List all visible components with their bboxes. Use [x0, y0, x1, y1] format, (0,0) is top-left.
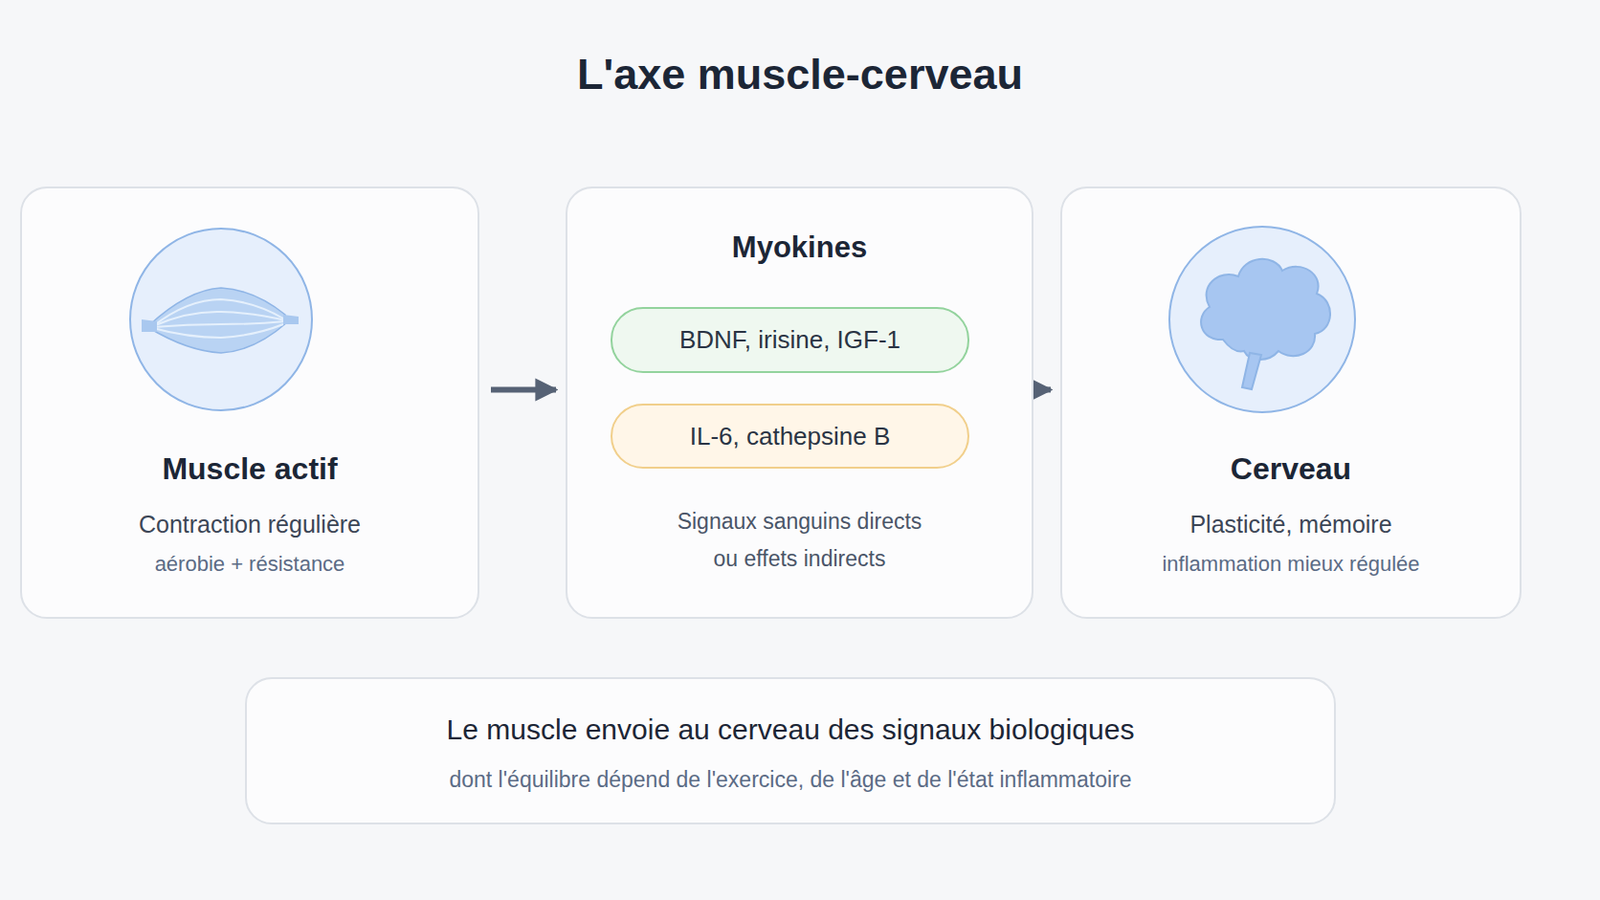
- card-note: inflammation mieux régulée: [1062, 548, 1520, 581]
- brain-icon: [1161, 219, 1363, 421]
- summary-note: dont l'équilibre dépend de l'exercice, d…: [246, 763, 1334, 797]
- card-heading: Myokines: [567, 227, 1032, 268]
- myokine-pill: IL-6, cathepsine B: [610, 403, 970, 469]
- card-body: Contraction régulière: [22, 506, 478, 543]
- card-heading: Muscle actif: [22, 448, 478, 489]
- muscle-icon: [120, 219, 322, 421]
- target-card: CerveauPlasticité, mémoire inflammation m…: [1060, 186, 1522, 620]
- flow-arrow: [490, 386, 556, 393]
- card-note: Signaux sanguins directs ou effets indir…: [670, 503, 930, 578]
- myokine-pill: BDNF, irisine, IGF-1: [610, 307, 970, 374]
- myokine-card: MyokinesSignaux sanguins directs ou effe…: [565, 186, 1034, 620]
- diagram-title: L'axe muscle-cerveau: [0, 49, 1600, 100]
- source-card: Muscle actifContraction régulière aérobie…: [20, 186, 480, 620]
- card-note: aérobie + résistance: [22, 548, 478, 581]
- flow-arrow: [1044, 386, 1051, 393]
- summary-box: Le muscle envoie au cerveau des signaux …: [244, 677, 1336, 825]
- summary-text: Le muscle envoie au cerveau des signaux …: [246, 710, 1334, 751]
- card-heading: Cerveau: [1062, 448, 1520, 489]
- pill-label: IL-6, cathepsine B: [612, 405, 968, 467]
- card-body: Plasticité, mémoire: [1062, 506, 1520, 543]
- pill-label: BDNF, irisine, IGF-1: [612, 309, 968, 372]
